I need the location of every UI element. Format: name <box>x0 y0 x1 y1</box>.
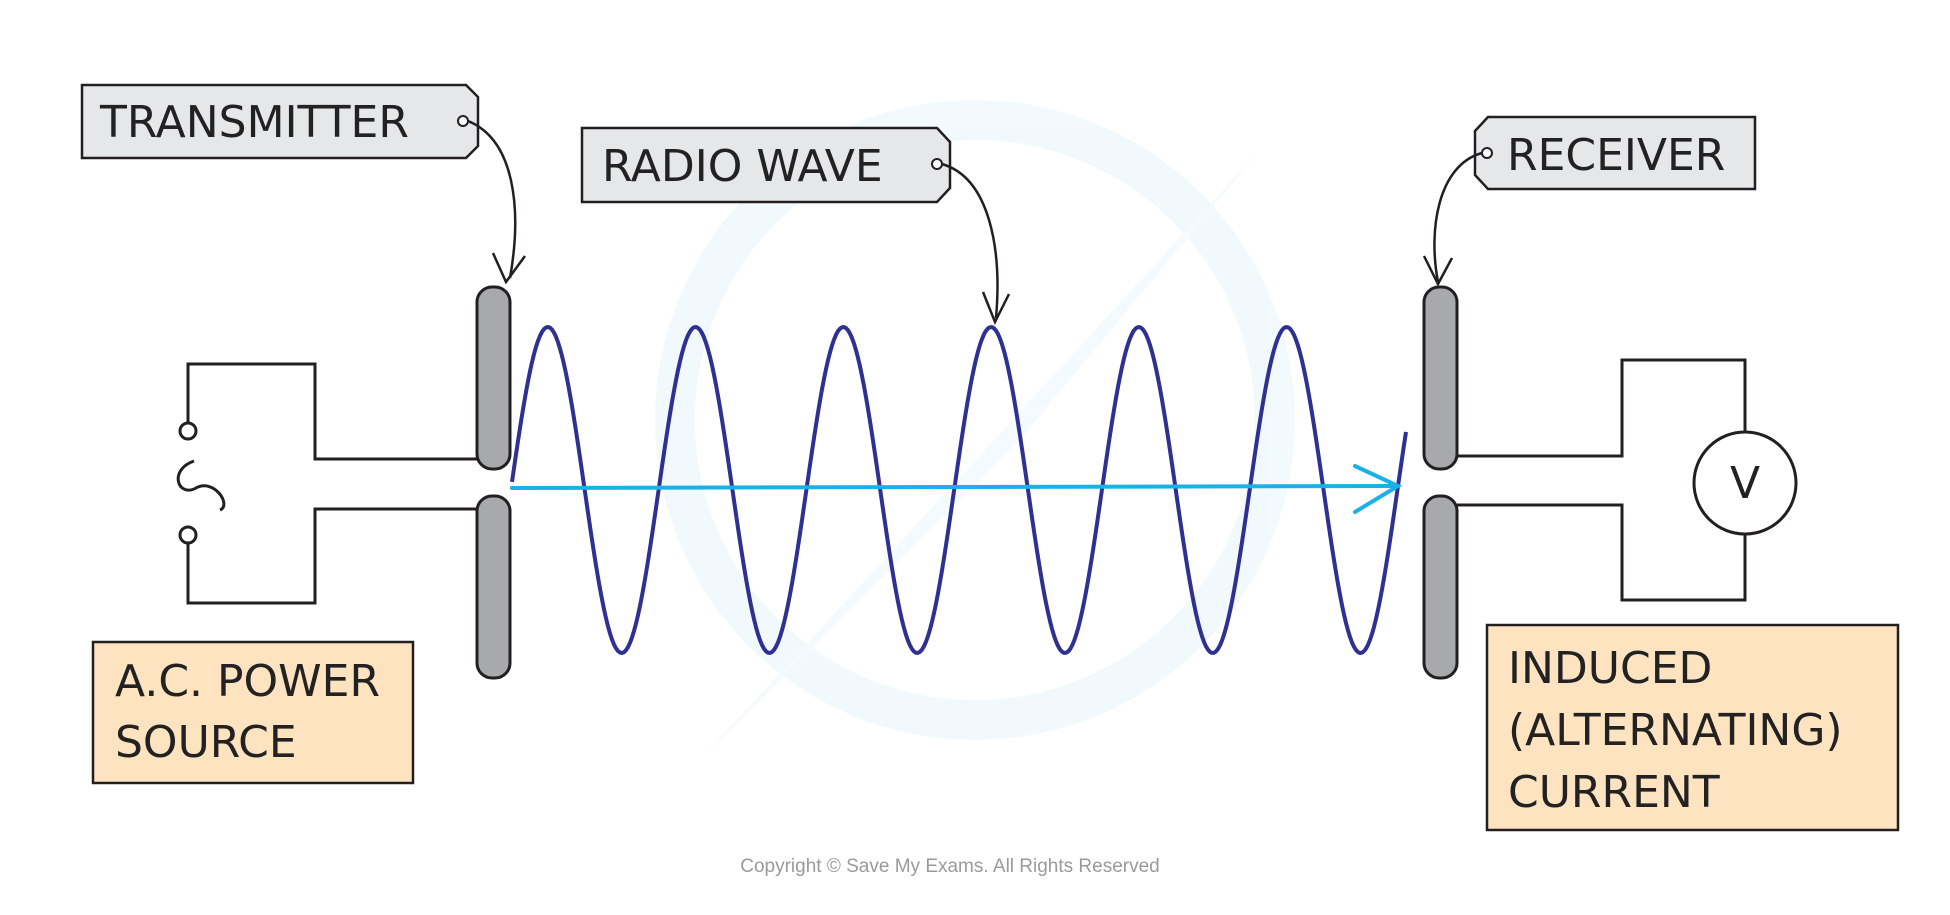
ac-circuit-wiring <box>186 362 482 605</box>
receiver-circuit-wiring <box>1457 358 1747 602</box>
copyright-notice: Copyright © Save My Exams. All Rights Re… <box>740 856 1159 877</box>
voltmeter: V <box>1692 430 1798 536</box>
voltmeter-label: V <box>1730 458 1760 509</box>
ac-source-terminals <box>178 421 198 545</box>
receiver-pointer <box>1433 151 1483 283</box>
radio-wave-curve <box>510 325 1408 655</box>
transmitter-plate-top <box>475 285 512 471</box>
watermark-logo <box>655 100 1295 760</box>
induced-line2: (ALTERNATING) <box>1508 705 1843 756</box>
receiver-plate-bottom <box>1422 494 1459 680</box>
transmitter-pointer-head <box>491 252 527 285</box>
receiver-label: RECEIVER <box>1507 130 1725 181</box>
ac-sine-symbol-icon <box>176 459 226 512</box>
induced-current-box: INDUCED (ALTERNATING) CURRENT <box>1485 623 1900 832</box>
radio-wave-label: RADIO WAVE <box>602 141 883 192</box>
radio-wave-pointer-head <box>981 291 1011 326</box>
receiver-plate-top <box>1422 285 1459 471</box>
ac-power-source-box: A.C. POWER SOURCE <box>91 640 415 785</box>
ac-source-line2: SOURCE <box>115 717 297 768</box>
radio-wave-pointer <box>941 162 999 319</box>
transmitter-label: TRANSMITTER <box>99 97 409 148</box>
transmitter-pointer <box>467 119 517 279</box>
radio-wave-tag: RADIO WAVE <box>580 126 952 204</box>
transmitter-tag: TRANSMITTER <box>80 83 480 160</box>
ac-source-line1: A.C. POWER <box>115 656 380 707</box>
induced-line3: CURRENT <box>1508 767 1720 818</box>
receiver-tag: RECEIVER <box>1473 115 1757 191</box>
propagation-arrow <box>510 464 1403 514</box>
transmitter-plate-bottom <box>475 494 512 680</box>
receiver-pointer-head <box>1422 255 1454 287</box>
induced-line1: INDUCED <box>1508 643 1712 694</box>
